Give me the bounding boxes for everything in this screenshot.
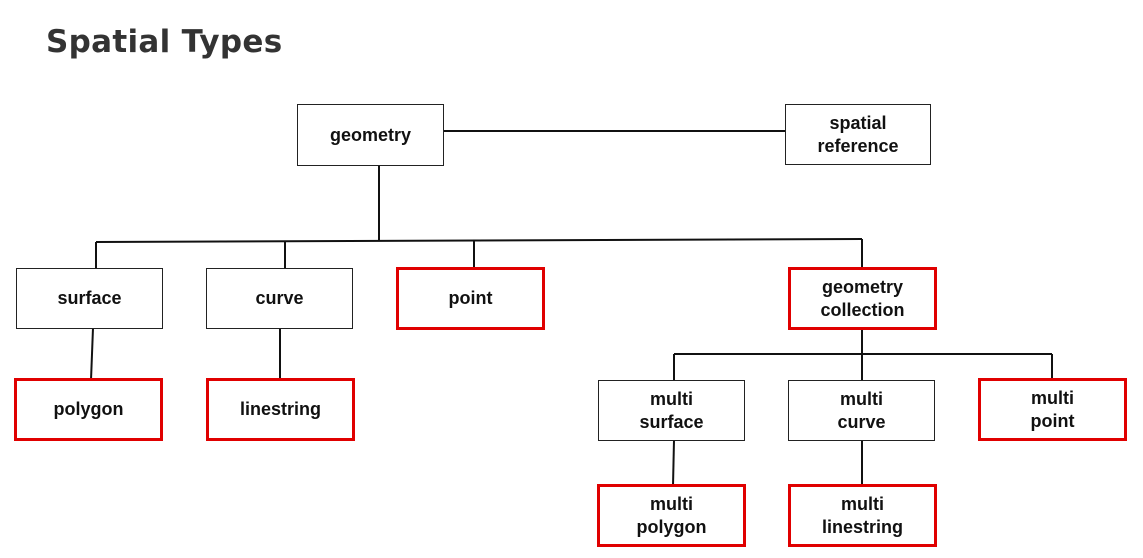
edge-surface-polygon (90, 327, 94, 381)
node-multi-polygon: multi polygon (597, 484, 746, 547)
bus-level-1 (95, 238, 863, 243)
edge-multi-surface-polygon (672, 439, 675, 487)
node-multi-surface: multi surface (598, 380, 745, 441)
node-geometry-collection: geometry collection (788, 267, 937, 330)
node-spatial-reference: spatial reference (785, 104, 931, 165)
node-curve: curve (206, 268, 353, 329)
node-multi-linestring: multi linestring (788, 484, 937, 547)
node-multi-point: multi point (978, 378, 1127, 441)
node-linestring: linestring (206, 378, 355, 441)
node-surface: surface (16, 268, 163, 329)
node-point: point (396, 267, 545, 330)
node-polygon: polygon (14, 378, 163, 441)
page-title: Spatial Types (46, 24, 283, 60)
node-geometry: geometry (297, 104, 444, 166)
node-multi-curve: multi curve (788, 380, 935, 441)
